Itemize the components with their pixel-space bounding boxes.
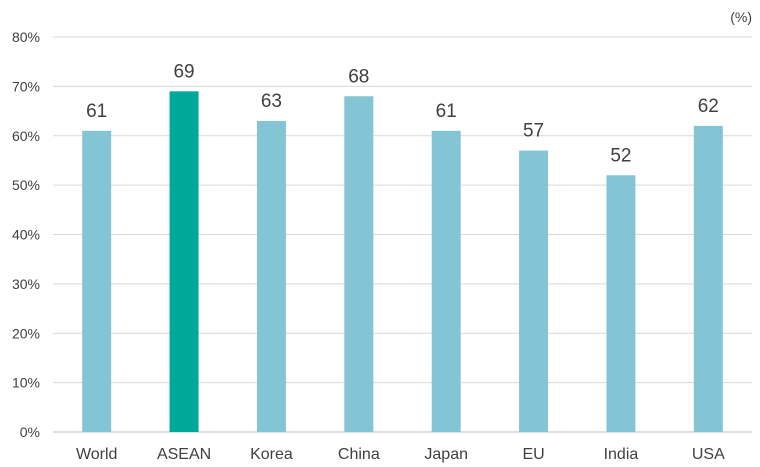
y-tick-label: 50% (12, 177, 40, 193)
x-tick-label: Japan (424, 446, 468, 463)
bar-china (344, 96, 374, 432)
y-tick-label: 30% (12, 276, 40, 292)
y-tick-label: 80% (12, 29, 40, 45)
bar-eu (519, 150, 549, 432)
x-tick-label: ASEAN (157, 446, 211, 463)
bar-japan (431, 130, 461, 432)
x-tick-label: China (338, 446, 380, 463)
data-label: 68 (348, 66, 369, 87)
gridlines (53, 36, 752, 433)
y-tick-label: 70% (12, 78, 40, 94)
bar-korea (256, 120, 286, 432)
x-tick-label: USA (692, 446, 725, 463)
y-tick-label: 10% (12, 375, 40, 391)
data-label: 61 (86, 101, 107, 122)
x-tick-label: World (76, 446, 118, 463)
bar-india (606, 175, 636, 432)
y-tick-label: 0% (20, 424, 40, 440)
y-tick-label: 60% (12, 128, 40, 144)
y-tick-label: 40% (12, 227, 40, 243)
data-labels: 61 69 63 68 61 57 52 62 (86, 61, 719, 166)
x-tick-label: India (604, 446, 639, 463)
data-label: 63 (261, 91, 282, 112)
bars (82, 91, 723, 432)
y-tick-label: 20% (12, 325, 40, 341)
x-tick-label: Korea (250, 446, 293, 463)
data-label: 57 (523, 121, 544, 142)
x-tick-label: EU (522, 446, 544, 463)
unit-label: (%) (730, 9, 752, 25)
bar-world (82, 130, 112, 432)
bar-usa (693, 125, 723, 432)
y-axis-ticks: 0% 10% 20% 30% 40% 50% 60% 70% 80% (12, 29, 40, 440)
data-label: 62 (698, 96, 719, 117)
data-label: 69 (173, 61, 194, 82)
x-axis-ticks: World ASEAN Korea China Japan EU India USA (76, 446, 725, 463)
bar-asean (169, 91, 199, 432)
data-label: 52 (610, 145, 631, 166)
data-label: 61 (436, 101, 457, 122)
